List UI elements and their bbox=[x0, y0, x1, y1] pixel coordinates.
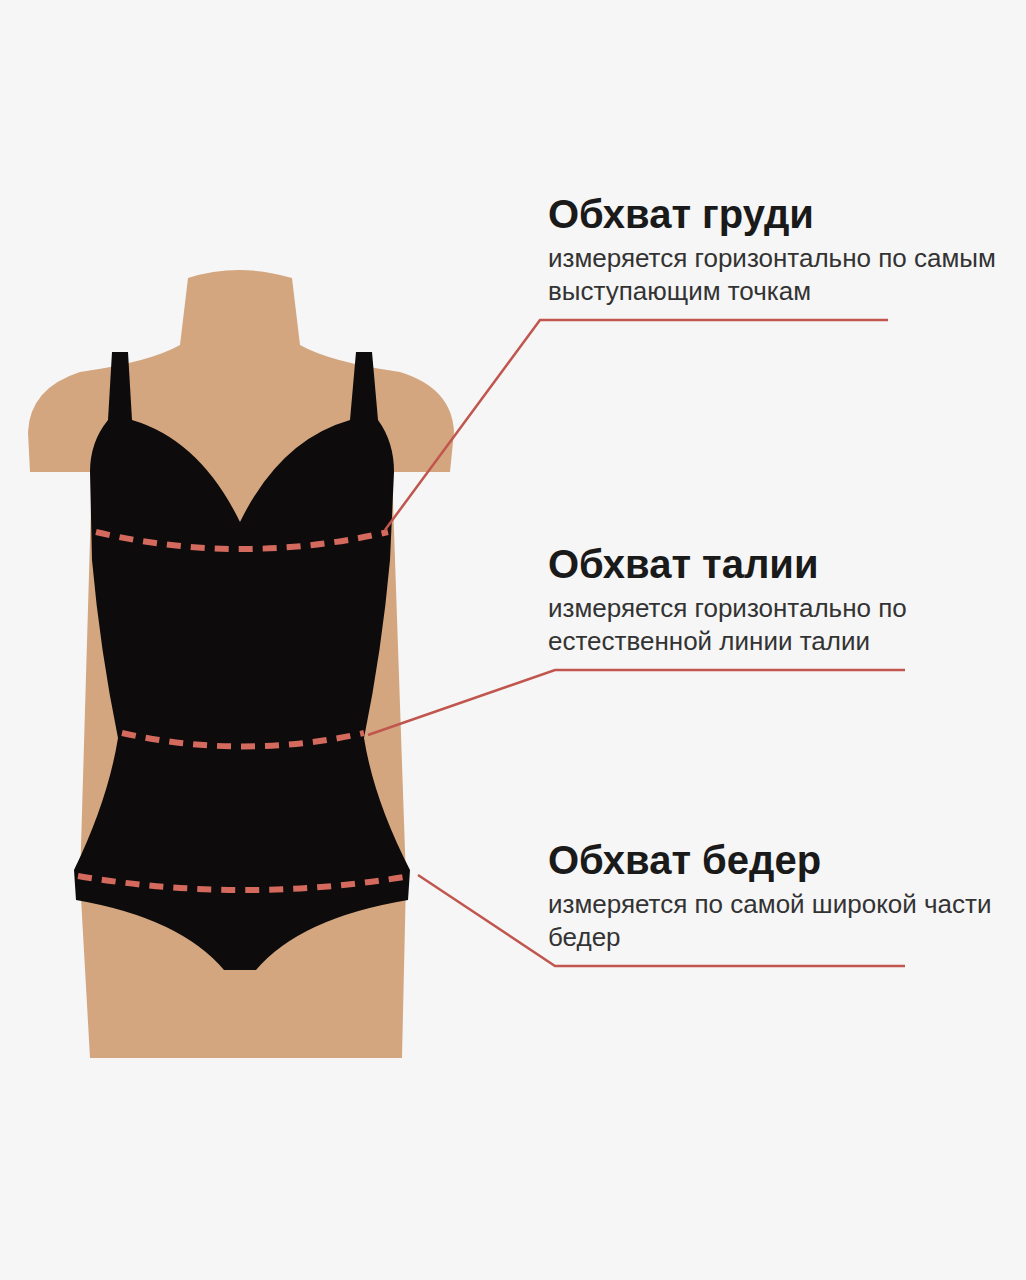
chest-measure-line bbox=[96, 532, 388, 549]
leader-line bbox=[385, 320, 888, 530]
bodysuit bbox=[74, 352, 410, 970]
waist-measure-line bbox=[122, 733, 364, 747]
measurement-title: Обхват бедер bbox=[548, 836, 821, 884]
leader-line bbox=[368, 670, 905, 735]
mannequin-body bbox=[28, 270, 454, 1058]
hip-measure-line bbox=[78, 876, 410, 890]
measurement-note: измеряется горизонтально по естественной… bbox=[548, 592, 1013, 658]
leader-line bbox=[418, 875, 905, 966]
measurement-title: Обхват груди bbox=[548, 190, 814, 238]
measurement-title: Обхват талии bbox=[548, 540, 819, 588]
measurement-note: измеряется по самой широкой части бедер bbox=[548, 888, 1013, 954]
measurement-note: измеряется горизонтально по самым выступ… bbox=[548, 242, 1013, 308]
